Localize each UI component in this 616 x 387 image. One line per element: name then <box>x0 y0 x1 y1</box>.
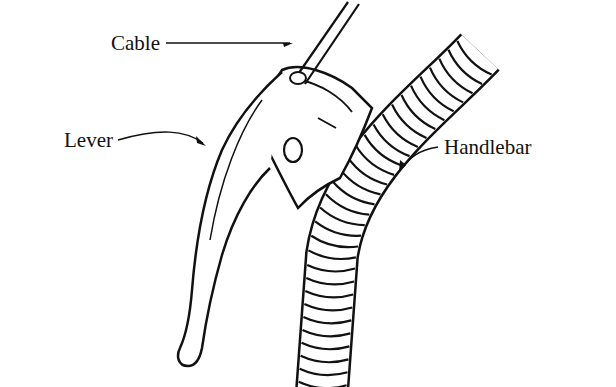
lever-blade <box>178 72 282 366</box>
part-label: Lever <box>64 130 113 151</box>
tape-wrap <box>356 146 394 175</box>
tape-wrap <box>348 157 387 184</box>
tape-wrap <box>302 343 350 349</box>
tape-wrap <box>326 194 369 214</box>
pivot-hole <box>284 138 302 162</box>
lever-body <box>265 67 372 208</box>
leader-arrowhead <box>196 136 206 146</box>
part-label: Handlebar <box>444 137 531 158</box>
tape-wrap <box>307 265 355 271</box>
tape-wrap <box>333 181 375 204</box>
leader-line <box>118 132 203 143</box>
tape-wrap <box>308 250 355 259</box>
cable <box>294 2 348 80</box>
leader-line <box>166 42 290 44</box>
tape-wrap <box>311 236 358 247</box>
tape-wrap <box>302 330 350 336</box>
leader-arrowhead <box>283 43 293 47</box>
cable <box>305 4 359 84</box>
leader-line <box>402 147 438 168</box>
tape-wrap <box>300 369 348 375</box>
part-label: Cable <box>111 33 160 54</box>
body-edge <box>300 80 352 112</box>
tape-wrap <box>340 169 381 194</box>
tape-wrap <box>306 278 354 284</box>
tape-wrap <box>303 317 351 323</box>
body-detail <box>318 118 336 128</box>
lever-edge <box>210 100 262 240</box>
tape-wrap <box>304 304 352 310</box>
tape-wrap <box>315 221 361 235</box>
tape-wrap <box>305 291 353 297</box>
tape-wrap <box>299 382 347 387</box>
leader-arrowhead <box>399 160 406 172</box>
tape-wrap <box>320 208 365 226</box>
tape-wrap <box>301 356 349 362</box>
cable-end <box>290 72 306 84</box>
